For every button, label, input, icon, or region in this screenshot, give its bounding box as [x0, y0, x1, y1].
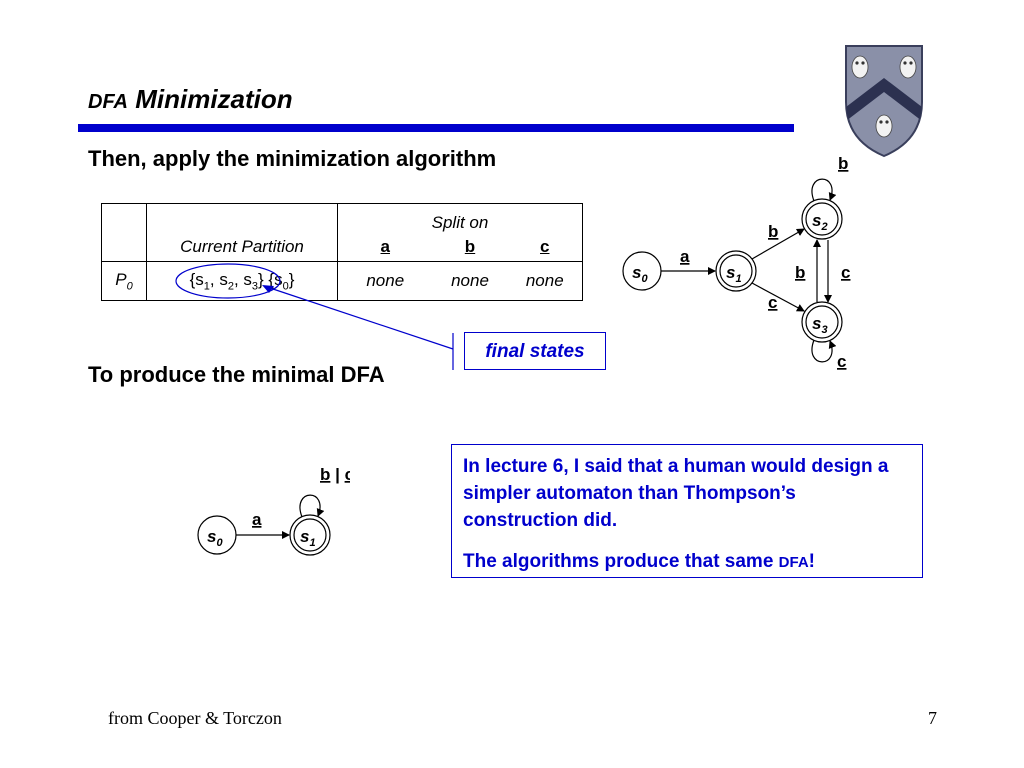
final-states-callout: final states [464, 332, 606, 370]
state-s1: s1 [195, 269, 210, 293]
owl-shield-icon [845, 45, 923, 158]
note-box: In lecture 6, I said that a human would … [451, 444, 923, 578]
state-s3: s3 [243, 269, 259, 293]
partition-cell: {s1, s2, s3} {s0} [146, 261, 338, 301]
loop-label-s3: c [837, 352, 846, 371]
label-s2: s2 [812, 211, 828, 233]
loop-label-s2: b [838, 154, 848, 173]
edge-label-s2-s3: c [841, 263, 850, 282]
split-a-value: none [337, 261, 433, 301]
intro-line: Then, apply the minimization algorithm [88, 146, 497, 171]
edge-label-a: a [680, 247, 690, 266]
row-label-p0: P0 [101, 261, 147, 301]
loop-s2 [811, 178, 837, 202]
loop-s3 [811, 339, 837, 363]
callout-line [266, 286, 454, 350]
min-loop-s1 [299, 494, 325, 518]
minimal-dfa-diagram: s0 s1 a b | c [197, 465, 350, 556]
footer-source: from Cooper & Torczon [108, 708, 282, 728]
final-states-ellipse [175, 263, 281, 299]
state-s1-node [715, 250, 757, 292]
label-s0: s0 [632, 263, 648, 285]
state-s0: s0 [274, 269, 289, 293]
edge-label-s3-s2: b [795, 263, 805, 282]
state-s1-inner [719, 254, 753, 288]
min-label-s1: s1 [300, 527, 316, 549]
min-edge-label-a: a [252, 510, 262, 529]
state-s2-inner [805, 202, 839, 236]
state-s2: s2 [219, 269, 234, 293]
split-b-value: none [432, 261, 508, 301]
state-s2-node [801, 198, 843, 240]
title-rule [78, 124, 794, 132]
split-c-value: none [507, 261, 583, 301]
page-number: 7 [928, 708, 937, 728]
table-corner-top [101, 203, 147, 233]
table-header-blank [146, 203, 338, 233]
partition-table: Split on Current Partition a b c P0 {s1,… [101, 203, 583, 301]
edge-s1-s3 [751, 282, 805, 312]
col-a-header: a [337, 232, 433, 262]
edge-label-s1-s3: c [768, 293, 777, 312]
state-s3-node [801, 301, 843, 343]
title-dfa: DFA [88, 91, 128, 113]
state-s3-inner [805, 305, 839, 339]
edge-s1-s2 [751, 228, 805, 260]
note-para-1: In lecture 6, I said that a human would … [463, 456, 889, 531]
min-label-s0: s0 [207, 527, 223, 549]
min-state-s1-node [289, 514, 331, 556]
current-partition-header: Current Partition [146, 232, 338, 262]
label-s3: s3 [812, 314, 828, 336]
col-c-header: c [507, 232, 583, 262]
label-s1: s1 [726, 263, 742, 285]
note-para-2: The algorithms produce that same DFA! [463, 551, 815, 572]
min-loop-label: b | c [320, 465, 350, 484]
slide-title: DFA Minimization [88, 84, 293, 115]
edge-label-s1-s2: b [768, 222, 778, 241]
result-line: To produce the minimal DFA [88, 362, 385, 387]
title-minimization: Minimization [128, 84, 293, 114]
callout-arrowhead [262, 285, 274, 293]
original-dfa-diagram: s0 s1 s2 s3 a b c b c b c [622, 154, 850, 371]
min-state-s1-inner [293, 518, 327, 552]
split-on-header: Split on [337, 203, 583, 233]
